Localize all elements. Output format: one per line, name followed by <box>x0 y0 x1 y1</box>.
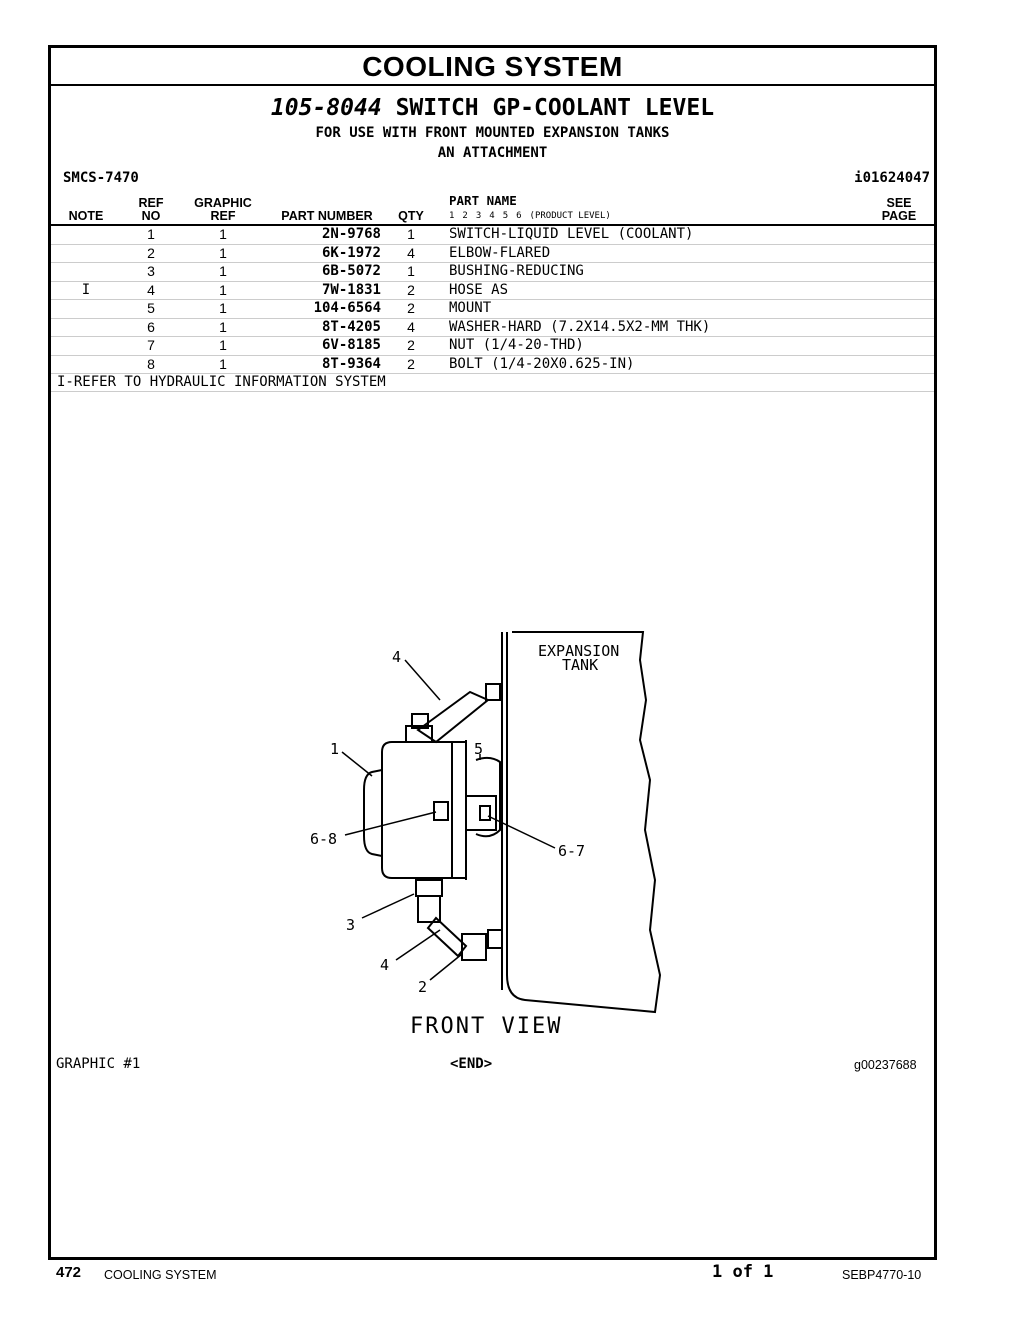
footer-page-number: 472 <box>56 1264 82 1281</box>
table-row: 5 1 104-6564 2 MOUNT <box>51 299 934 319</box>
row-see-page <box>864 225 934 245</box>
row-part-name: BUSHING-REDUCING <box>433 262 864 282</box>
row-note <box>51 318 121 337</box>
row-part-name: SWITCH-LIQUID LEVEL (COOLANT) <box>433 225 864 245</box>
row-part-name: BOLT (1/4-20X0.625-IN) <box>433 355 864 374</box>
row-see-page <box>864 355 934 374</box>
row-ref: 5 <box>121 299 181 319</box>
row-note <box>51 262 121 282</box>
table-row: 3 1 6B-5072 1 BUSHING-REDUCING <box>51 262 934 282</box>
footer-doc-id: SEBP4770-10 <box>842 1268 922 1282</box>
row-graphic-ref: 1 <box>181 262 265 282</box>
row-note <box>51 299 121 319</box>
footer-section: COOLING SYSTEM <box>104 1268 217 1282</box>
row-graphic-ref: 1 <box>181 244 265 263</box>
footnote-hydraulic: I-REFER TO HYDRAULIC INFORMATION SYSTEM <box>51 374 934 392</box>
smcs-row: SMCS-7470 i01624047 <box>51 170 934 190</box>
row-see-page <box>864 244 934 263</box>
col-part-number: PART NUMBER <box>265 194 389 226</box>
row-part-name: WASHER-HARD (7.2X14.5X2-MM THK) <box>433 318 864 337</box>
row-see-page <box>864 281 934 300</box>
row-qty: 2 <box>389 281 433 300</box>
row-part-number: 6B-5072 <box>265 262 389 282</box>
row-note <box>51 355 121 374</box>
table-row: 8 1 8T-9364 2 BOLT (1/4-20X0.625-IN) <box>51 355 934 374</box>
table-row: 6 1 8T-4205 4 WASHER-HARD (7.2X14.5X2-MM… <box>51 318 934 337</box>
page-frame: COOLING SYSTEM 105-8044 SWITCH GP-COOLAN… <box>48 45 937 1260</box>
row-graphic-ref: 1 <box>181 299 265 319</box>
row-qty: 1 <box>389 262 433 282</box>
row-qty: 4 <box>389 318 433 337</box>
table-row: 2 1 6K-1972 4 ELBOW-FLARED <box>51 244 934 263</box>
group-heading: 105-8044 SWITCH GP-COOLANT LEVEL <box>51 94 934 122</box>
row-part-name: NUT (1/4-20-THD) <box>433 336 864 356</box>
row-note <box>51 225 121 245</box>
group-subtitle-1: FOR USE WITH FRONT MOUNTED EXPANSION TAN… <box>315 125 670 141</box>
row-graphic-ref: 1 <box>181 355 265 374</box>
table-row: 7 1 6V-8185 2 NUT (1/4-20-THD) <box>51 336 934 356</box>
row-ref: 4 <box>121 281 181 300</box>
row-part-number: 7W-1831 <box>265 281 389 300</box>
row-qty: 2 <box>389 355 433 374</box>
row-ref: 2 <box>121 244 181 263</box>
row-qty: 2 <box>389 299 433 319</box>
row-ref: 3 <box>121 262 181 282</box>
row-note: I <box>51 281 121 300</box>
group-subtitle-2: AN ATTACHMENT <box>437 145 548 161</box>
row-part-name: HOSE AS <box>433 281 864 300</box>
group-number: 105-8044 <box>270 95 382 121</box>
row-see-page <box>864 336 934 356</box>
row-graphic-ref: 1 <box>181 281 265 300</box>
illustration-id: i01624047 <box>854 170 930 186</box>
col-note: NOTE <box>51 194 121 226</box>
row-part-number: 6K-1972 <box>265 244 389 263</box>
col-qty: QTY <box>389 194 433 226</box>
row-note <box>51 244 121 263</box>
row-see-page <box>864 299 934 319</box>
row-ref: 1 <box>121 225 181 245</box>
row-note <box>51 336 121 356</box>
row-graphic-ref: 1 <box>181 318 265 337</box>
row-part-name: ELBOW-FLARED <box>433 244 864 263</box>
page-title: COOLING SYSTEM <box>51 48 934 86</box>
row-part-number: 104-6564 <box>265 299 389 319</box>
row-ref: 6 <box>121 318 181 337</box>
row-see-page <box>864 318 934 337</box>
row-see-page <box>864 262 934 282</box>
row-part-number: 8T-9364 <box>265 355 389 374</box>
row-qty: 2 <box>389 336 433 356</box>
row-graphic-ref: 1 <box>181 225 265 245</box>
row-graphic-ref: 1 <box>181 336 265 356</box>
row-qty: 4 <box>389 244 433 263</box>
row-part-name: MOUNT <box>433 299 864 319</box>
table-row: 1 1 2N-9768 1 SWITCH-LIQUID LEVEL (COOLA… <box>51 225 934 245</box>
row-ref: 7 <box>121 336 181 356</box>
table-row: I 4 1 7W-1831 2 HOSE AS <box>51 281 934 300</box>
footer-page-of: 1 of 1 <box>712 1262 774 1282</box>
group-name: SWITCH GP-COOLANT LEVEL <box>395 95 715 121</box>
row-part-number: 8T-4205 <box>265 318 389 337</box>
row-part-number: 6V-8185 <box>265 336 389 356</box>
smcs-code: SMCS-7470 <box>63 170 139 186</box>
row-qty: 1 <box>389 225 433 245</box>
row-part-number: 2N-9768 <box>265 225 389 245</box>
row-ref: 8 <box>121 355 181 374</box>
